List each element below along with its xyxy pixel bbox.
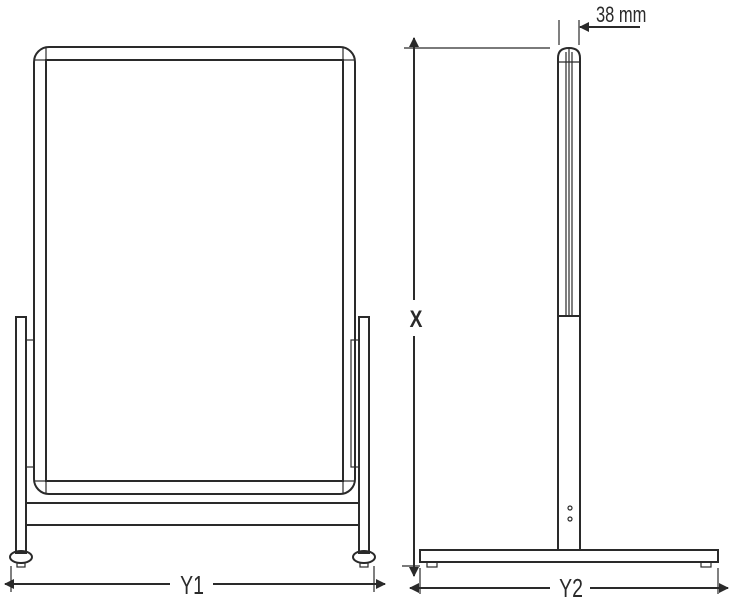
right-bracket xyxy=(350,339,360,468)
front-view: Y1 xyxy=(4,46,386,598)
left-foot-stem xyxy=(16,562,26,568)
bolt-hole-bottom xyxy=(567,516,573,522)
side-view: X Y2 38 mm xyxy=(402,3,729,598)
base-foot-left xyxy=(426,561,438,568)
bolt-hole-top xyxy=(567,505,573,511)
poster-panel xyxy=(45,59,344,482)
crossbar xyxy=(25,502,360,526)
y2-label: Y2 xyxy=(559,573,583,598)
depth-label: 38 mm xyxy=(596,3,646,28)
base-foot-right xyxy=(700,561,712,568)
y1-label: Y1 xyxy=(180,570,204,598)
support-tube xyxy=(557,315,581,551)
left-bracket xyxy=(25,339,35,468)
right-leg xyxy=(358,316,370,554)
left-leg xyxy=(15,316,27,554)
frame-corner-lines xyxy=(34,47,355,494)
frame-profile-lines xyxy=(558,48,580,315)
outer-frame xyxy=(33,46,356,495)
base-plate xyxy=(419,549,719,563)
x-label: X xyxy=(410,305,423,333)
right-foot-stem xyxy=(359,562,369,568)
